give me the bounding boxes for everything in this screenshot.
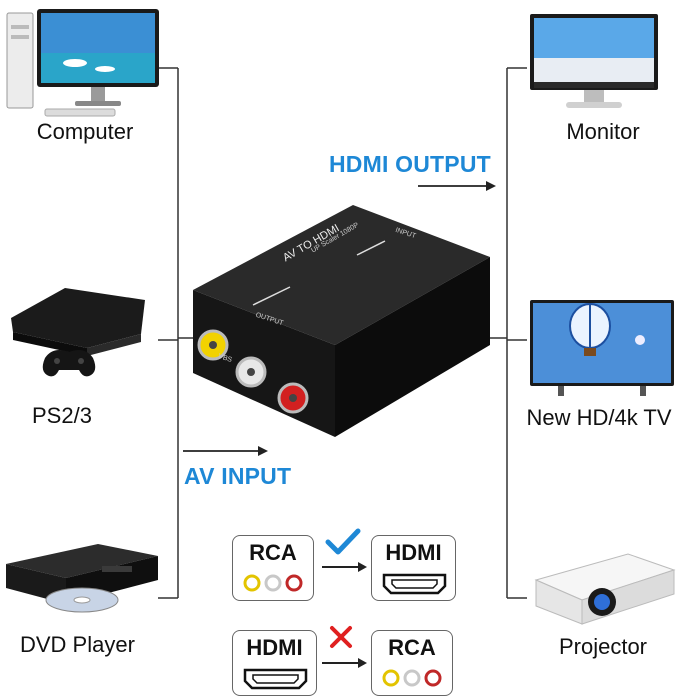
checkmark-icon bbox=[325, 528, 361, 555]
hdmi-port-icon bbox=[243, 668, 308, 690]
projector-label: Projector bbox=[558, 634, 648, 659]
hdmi-source-label: HDMI bbox=[246, 635, 303, 660]
rca-source-label: RCA bbox=[249, 540, 297, 565]
desktop-computer-icon bbox=[6, 9, 159, 117]
hdmi-to-rca-arrow bbox=[322, 658, 367, 668]
tv-icon bbox=[530, 300, 674, 396]
hdmi-port-icon bbox=[382, 573, 447, 595]
monitor-label: Monitor bbox=[566, 119, 640, 144]
ps-console-label: PS2/3 bbox=[32, 403, 92, 428]
computer-label: Computer bbox=[36, 119, 134, 144]
game-console-icon bbox=[11, 288, 145, 377]
rca-target-label: RCA bbox=[388, 635, 436, 660]
rca-to-hdmi-arrow bbox=[322, 562, 367, 572]
rca-target-box: RCA bbox=[371, 630, 453, 696]
hdmi-target-box: HDMI bbox=[371, 535, 456, 601]
projector-icon bbox=[534, 553, 676, 625]
hdmi-output-heading: HDMI OUTPUT bbox=[329, 151, 491, 177]
rca-connectors-icon bbox=[243, 574, 303, 592]
hdmi-source-box: HDMI bbox=[232, 630, 317, 696]
rca-connectors-icon bbox=[382, 669, 442, 687]
av-input-heading: AV INPUT bbox=[184, 463, 292, 489]
monitor-icon bbox=[530, 14, 658, 108]
dvd-player-icon bbox=[6, 544, 158, 613]
rca-source-box: RCA bbox=[232, 535, 314, 601]
hdmi-target-label: HDMI bbox=[385, 540, 442, 565]
cross-icon bbox=[330, 626, 352, 648]
converter-box-icon bbox=[193, 205, 490, 437]
tv-label: New HD/4k TV bbox=[526, 405, 672, 430]
dvd-player-label: DVD Player bbox=[20, 632, 135, 657]
